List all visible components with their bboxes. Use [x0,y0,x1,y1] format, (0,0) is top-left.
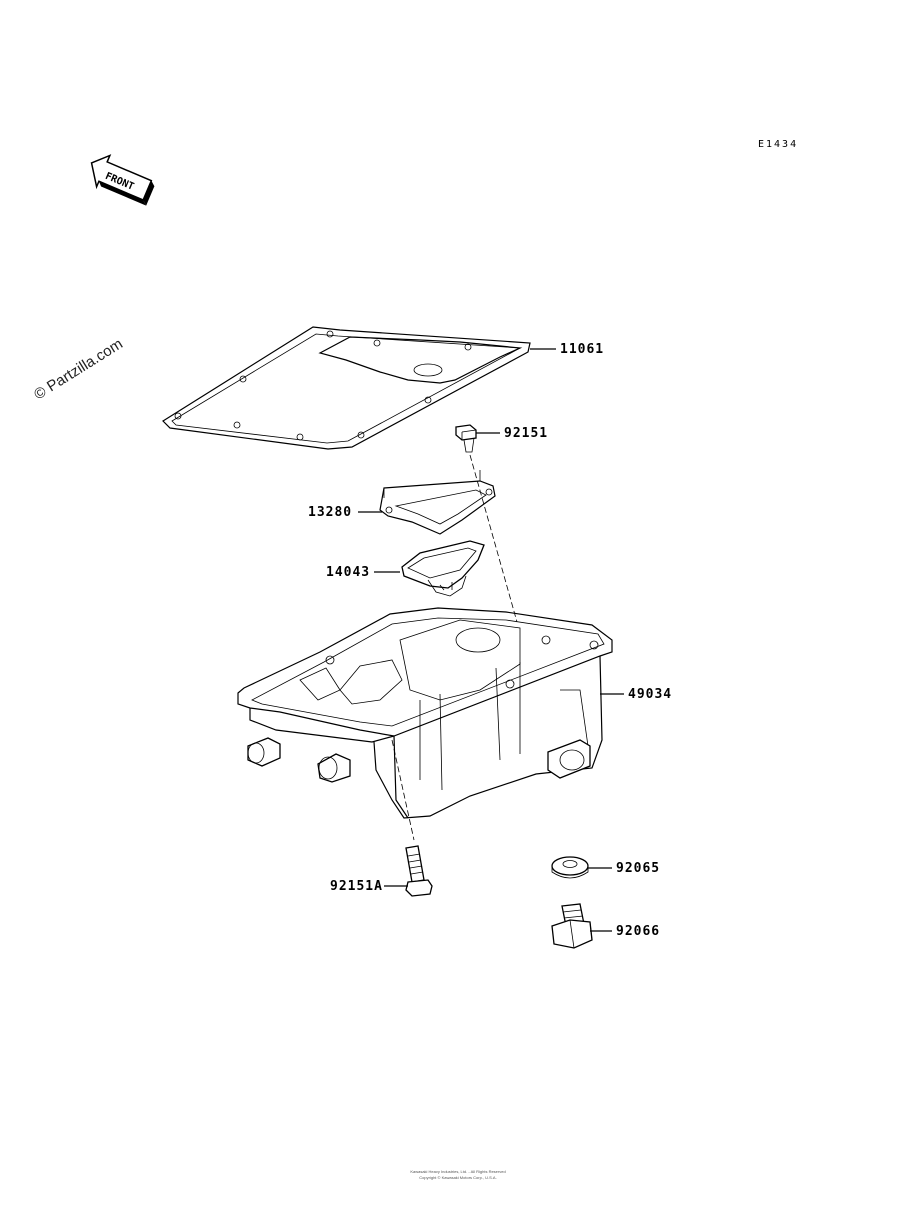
footer-copyright-line1: Kawasaki Heavy Industries, Ltd. - All Ri… [410,1169,505,1174]
washer-92065 [551,856,589,879]
part-label-14043: 14043 [326,565,370,580]
front-arrow-icon: FRONT [90,154,155,206]
watermark: © Partzilla.com [31,335,126,403]
oil-pan-49034 [237,607,613,819]
bolt-92151A [405,845,433,897]
part-label-92065: 92065 [616,861,660,876]
part-label-92066: 92066 [616,924,660,939]
diagram-code: E1434 [758,139,798,150]
strainer-14043 [401,540,485,597]
part-label-49034: 49034 [628,687,672,702]
gasket-11061 [162,326,531,450]
bolt-92151 [455,424,477,453]
part-label-92151A: 92151A [330,879,383,894]
assembly-line-92151A [391,739,415,841]
gasket-13280 [379,470,496,535]
footer-copyright-line2: Copyright © Kawasaki Motors Corp., U.S.A… [419,1175,496,1180]
part-label-92151: 92151 [504,426,548,441]
assembly-line-92151 [469,454,518,623]
part-label-13280: 13280 [308,505,352,520]
drain-plug-92066 [551,903,593,949]
part-label-11061: 11061 [560,342,604,357]
